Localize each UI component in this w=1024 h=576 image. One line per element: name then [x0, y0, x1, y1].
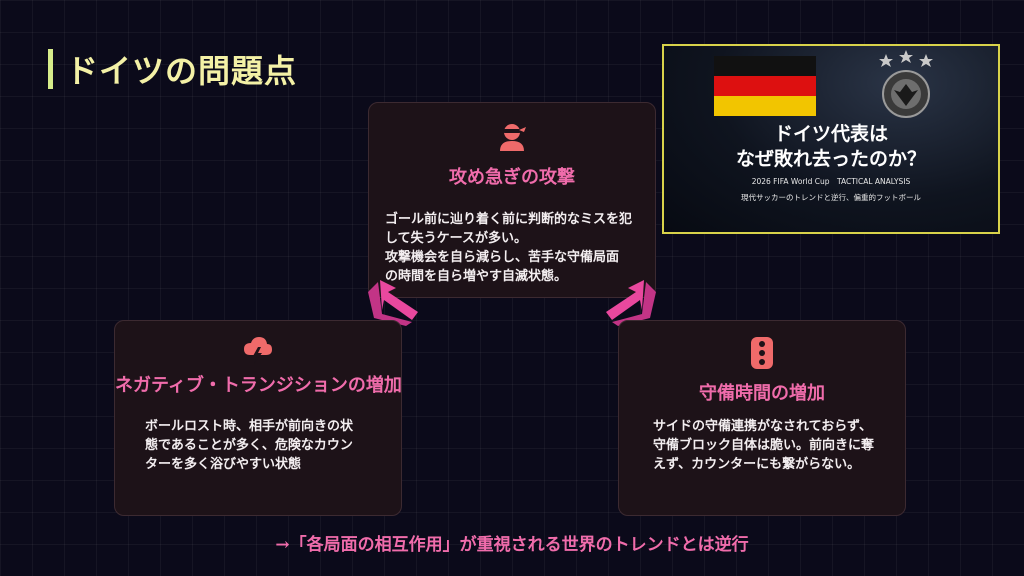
card-body-line: ゴール前に辿り着く前に判断的なミスを犯 [385, 212, 633, 227]
storm-cloud-icon [244, 337, 272, 364]
card-body: ゴール前に辿り着く前に判断的なミスを犯 して失うケースが多い。 攻撃機会を自ら減… [385, 210, 649, 286]
card-body-line: 態であることが多く、危険なカウン [145, 438, 353, 453]
germany-flag-icon [714, 56, 816, 116]
arrow-left-down-icon [368, 280, 418, 326]
card-body-line: ボールロスト時、相手が前向きの状 [145, 419, 354, 434]
card-rushed-attack: 攻め急ぎの攻撃 ゴール前に辿り着く前に判断的なミスを犯 して失うケースが多い。 … [368, 102, 656, 298]
thumbnail-heading: ドイツ代表は [773, 123, 888, 145]
card-body-line: ターを多く浴びやすい状態 [145, 457, 302, 472]
card-body-line: 守備ブロック自体は脆い。前向きに奪 [653, 438, 875, 453]
arrow-right-down-icon [606, 280, 656, 326]
team-crest-icon [879, 50, 933, 118]
card-defensive-time: 守備時間の増加 サイドの守備連携がなされておらず、 守備ブロック自体は脆い。前向… [618, 320, 906, 516]
thumbnail-tag: 2026 FIFA World Cup TACTICAL ANALYSIS [751, 177, 911, 186]
card-body-line: 攻撃機会を自ら減らし、苦手な守備局面 [385, 250, 620, 265]
card-body-line: サイドの守備連携がなされておらず、 [653, 419, 873, 434]
title-accent-bar [48, 49, 53, 89]
card-body-line: えず、カウンターにも繋がらない。 [653, 457, 861, 472]
card-title: 攻め急ぎの攻撃 [449, 167, 575, 188]
cover-thumbnail: ドイツ代表は なぜ敗れ去ったのか？ 2026 FIFA World Cup TA… [662, 44, 1000, 234]
slide-title: ドイツの問題点 [66, 52, 298, 90]
card-negative-transition: ネガティブ・トランジションの増加 ボールロスト時、相手が前向きの状 態であること… [114, 320, 402, 516]
card-title: 守備時間の増加 [699, 383, 825, 404]
card-body: サイドの守備連携がなされておらず、 守備ブロック自体は脆い。前向きに奪 えず、カ… [653, 417, 905, 474]
card-title: ネガティブ・トランジションの増加 [115, 375, 402, 396]
card-body-line: して失うケースが多い。 [385, 231, 527, 246]
card-body: ボールロスト時、相手が前向きの状 態であることが多く、危険なカウン ターを多く浴… [145, 417, 397, 474]
thumbnail-heading: なぜ敗れ去ったのか？ [735, 148, 926, 170]
card-body-line: の時間を自ら増やす自滅状態。 [385, 269, 568, 284]
footer-statement: →「各局面の相互作用」が重視される世界のトレンドとは逆行 [275, 535, 749, 555]
thumbnail-caption: 現代サッカーのトレンドと逆行、偏重的フットボール [741, 193, 921, 202]
ninja-icon [500, 124, 526, 151]
traffic-light-icon [751, 337, 773, 369]
